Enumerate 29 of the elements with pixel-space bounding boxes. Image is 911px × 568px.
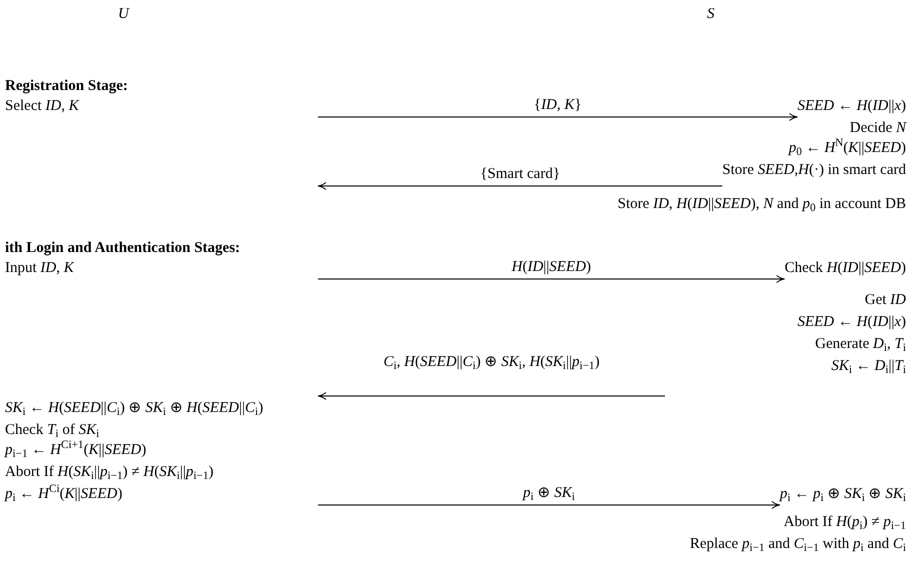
protocol-step: Abort If H(SK$_{i}$||p$_{i−1}$) ≠ H(SK$_{i}$||p$_{i−1}$) (5, 462, 214, 482)
protocol-step: SEED ← H(ID||x) (797, 96, 906, 116)
protocol-step: Replace p$_{i−1}$ and C$_{i−1}$ with p$_{i}$ and C$_{i}$ (690, 534, 906, 554)
protocol-step: p$_{i}$ ← H$^{Ci}$(K||SEED) (5, 484, 122, 504)
edge-label: p$_{i}$ ⊕ SK$_{i}$ (523, 484, 575, 503)
protocol-step: Store ID, H(ID||SEED), N and p$_{0}$ in account DB (618, 194, 906, 214)
protocol-step: Get ID (864, 290, 906, 310)
protocol-step: Select ID, K (5, 96, 79, 116)
party-name: S (707, 5, 714, 24)
protocol-step: Generate D$_{i}$, T$_{i}$ (815, 334, 906, 354)
protocol-step: SK$_{i}$ ← H(SEED||C$_{i}$) ⊕ SK$_{i}$ ⊕ H(SEED||C$_{i}$) (5, 398, 264, 418)
protocol-step: SK$_{i}$ ← D$_{i}$||T$_{i}$ (831, 356, 906, 376)
edge-label: {Smart card} (480, 165, 560, 184)
protocol-step: p$_{i−1}$ ← H$^{Ci+1}$(K||SEED) (5, 440, 146, 460)
protocol-step: Decide N (850, 118, 906, 138)
stage-heading: ith Login and Authentication Stages: (5, 239, 240, 258)
protocol-step: Check H(ID||SEED) (784, 258, 906, 278)
edge-label: H(ID||SEED) (512, 258, 591, 277)
protocol-step: p$_{0}$ ← H$^{N}$(K||SEED) (788, 138, 906, 158)
protocol-step: Abort If H(p$_{i}$) ≠ p$_{i−1}$ (784, 512, 906, 532)
protocol-step: Store SEED,H(·) in smart card (722, 160, 906, 180)
edge-label: {ID, K} (534, 96, 582, 115)
protocol-step: Input ID, K (5, 258, 74, 278)
stage-heading: Registration Stage: (5, 77, 128, 96)
protocol-step: Check T$_{i}$ of SK$_{i}$ (5, 420, 100, 440)
edge-label: C$_{i}$, H(SEED||C$_{i}$) ⊕ SK$_{i}$, H(SK$_{i}$||p$_{i−1}$) (382, 353, 601, 372)
protocol-step: p$_{i}$ ← p$_{i}$ ⊕ SK$_{i}$ ⊕ SK$_{i}$ (780, 484, 906, 504)
party-name: U (118, 5, 129, 24)
protocol-step: SEED ← H(ID||x) (797, 312, 906, 332)
